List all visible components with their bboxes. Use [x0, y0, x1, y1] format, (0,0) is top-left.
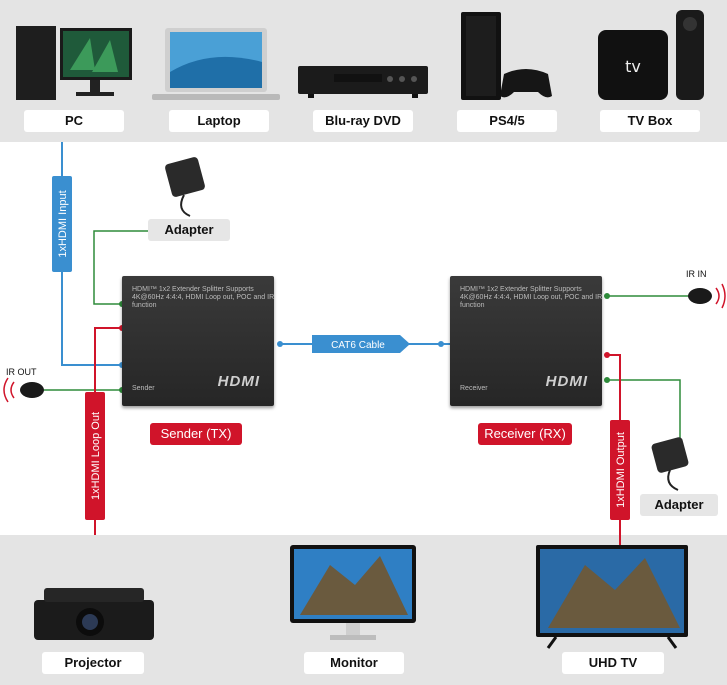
receiver-power-line [607, 379, 681, 460]
sender-hdmi-logo: HDMI [217, 373, 260, 390]
ir-out-label: IR OUT [6, 367, 37, 377]
adapter-power-supply-icon-rx [651, 437, 689, 491]
ir-in-receiver-icon [688, 283, 726, 309]
tv-box-icon: tv [598, 10, 704, 100]
projector-icon [34, 588, 154, 640]
hdmi-input-tag: 1xHDMI Input [57, 190, 69, 257]
source-label-tvbox: TV Box [600, 110, 700, 132]
source-label-bluray: Blu-ray DVD [313, 110, 413, 132]
hdmi-output-tag: 1xHDMI Output [615, 432, 627, 508]
sender-unit: HDMI™ 1x2 Extender Splitter Supports 4K@… [122, 276, 274, 406]
sender-spec-text: HDMI™ 1x2 Extender Splitter Supports 4K@… [132, 286, 275, 309]
uhd-tv-icon [536, 545, 688, 649]
sender-caption: Sender (TX) [150, 423, 242, 445]
receiver-unit: HDMI™ 1x2 Extender Splitter Supports 4K@… [450, 276, 602, 406]
laptop-icon [152, 28, 280, 100]
hdmi-loop-out-tag: 1xHDMI Loop Out [90, 412, 102, 500]
source-label-laptop: Laptop [169, 110, 269, 132]
game-console-icon [461, 12, 552, 100]
adapter-label-tx: Adapter [148, 219, 230, 241]
source-label-ps: PS4/5 [457, 110, 557, 132]
sender-role-text: Sender [132, 385, 155, 392]
sender-power-line [93, 230, 150, 305]
receiver-caption: Receiver (RX) [478, 423, 572, 445]
bluray-player-icon [298, 66, 428, 98]
monitor-icon [290, 545, 416, 640]
cat6-cable-tag: CAT6 Cable [331, 340, 385, 351]
receiver-spec-text: HDMI™ 1x2 Extender Splitter Supports 4K@… [460, 286, 603, 309]
ir-in-label: IR IN [686, 269, 707, 279]
adapter-power-supply-icon [165, 157, 205, 217]
output-label-uhd-tv: UHD TV [562, 652, 664, 674]
receiver-role-text: Receiver [460, 385, 488, 392]
adapter-label-rx: Adapter [640, 494, 718, 516]
output-label-monitor: Monitor [304, 652, 404, 674]
ir-out-emitter-icon [3, 377, 44, 403]
receiver-hdmi-logo: HDMI [545, 373, 588, 390]
output-label-projector: Projector [42, 652, 144, 674]
svg-text:tv: tv [625, 57, 641, 76]
pc-icon [16, 26, 132, 100]
source-label-pc: PC [24, 110, 124, 132]
